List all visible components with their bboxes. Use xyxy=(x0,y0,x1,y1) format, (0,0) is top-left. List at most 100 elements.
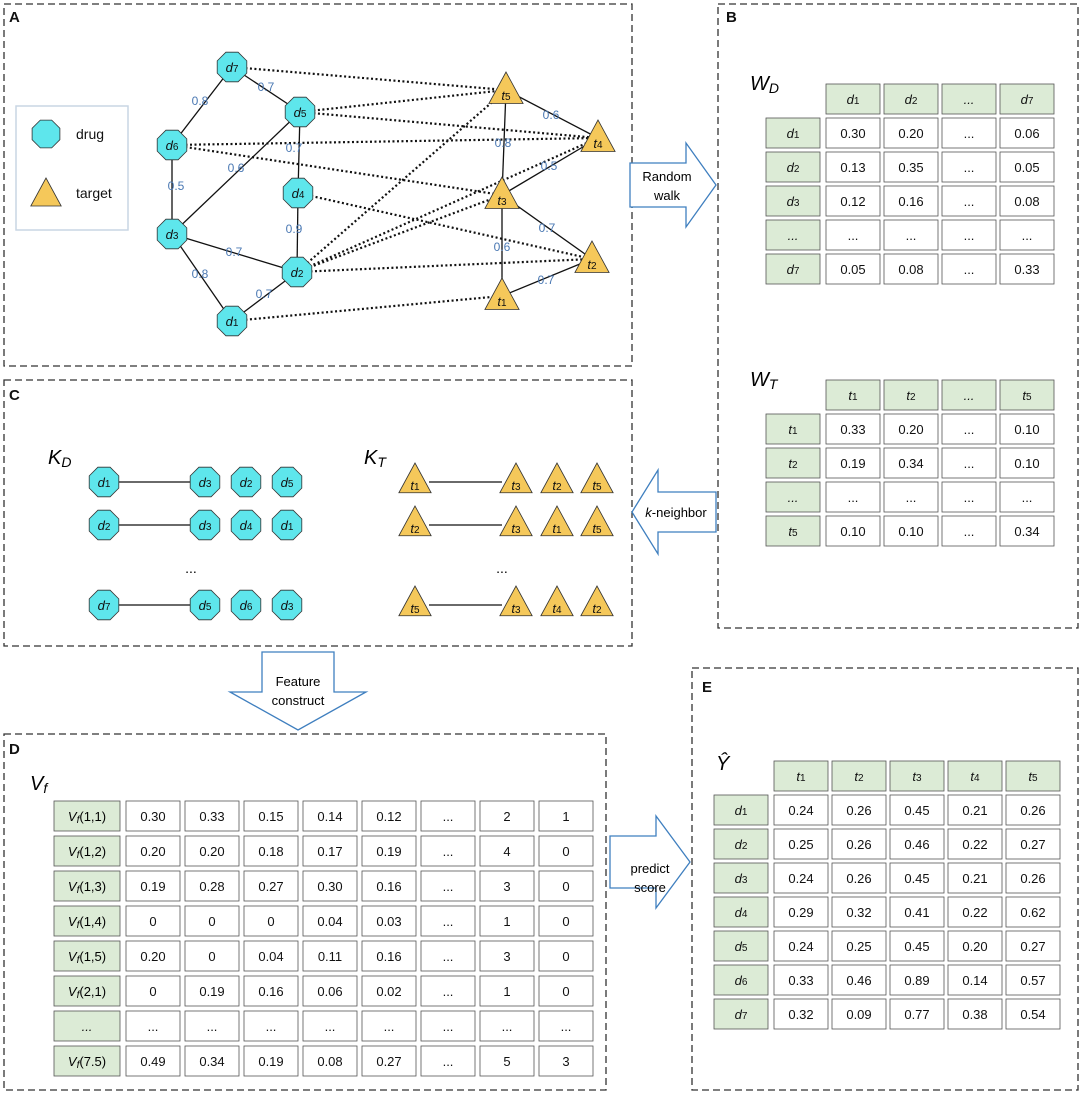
value-text: 0.34 xyxy=(199,1054,224,1069)
row-header-cell xyxy=(765,253,821,285)
value-cell xyxy=(999,413,1055,445)
value-text: 0.20 xyxy=(898,126,923,141)
value-cell xyxy=(947,964,1003,996)
query-node-label: t1 xyxy=(410,478,420,493)
value-text: 0.16 xyxy=(376,949,401,964)
drug-node xyxy=(230,466,262,498)
value-cell xyxy=(243,870,299,902)
value-text: 0 xyxy=(562,914,569,929)
header-cell xyxy=(883,379,939,411)
row-label: Vf(7.5) xyxy=(68,1054,106,1071)
value-cell xyxy=(302,870,358,902)
value-cell xyxy=(538,940,594,972)
value-cell xyxy=(184,870,240,902)
value-cell xyxy=(243,800,299,832)
value-text: 0.77 xyxy=(904,1007,929,1022)
random-walk-label: Random xyxy=(642,169,691,184)
drug-node-label: d3 xyxy=(166,227,179,242)
value-text: 0.30 xyxy=(140,809,165,824)
value-cell xyxy=(125,940,181,972)
drug-node xyxy=(271,589,303,621)
row-label: d6 xyxy=(735,973,748,988)
drug-node xyxy=(271,466,303,498)
row-header-cell xyxy=(765,185,821,217)
query-node-label: d7 xyxy=(98,598,111,613)
value-text: 0.21 xyxy=(962,871,987,886)
drug-node xyxy=(271,509,303,541)
target-node xyxy=(580,585,614,617)
value-text: 0.19 xyxy=(140,879,165,894)
interaction-link xyxy=(299,110,599,140)
value-text: ... xyxy=(906,228,917,243)
header-cell xyxy=(889,760,945,792)
value-cell xyxy=(773,862,829,894)
panel-label-d: D xyxy=(9,741,20,758)
row-header-cell xyxy=(53,975,121,1007)
value-text: ... xyxy=(207,1019,218,1034)
value-text: 0 xyxy=(562,844,569,859)
value-text: 0.32 xyxy=(846,905,871,920)
value-text: ... xyxy=(266,1019,277,1034)
header-label: t2 xyxy=(906,388,916,403)
value-text: 0.27 xyxy=(1020,939,1045,954)
drug-node-label: d1 xyxy=(226,314,239,329)
value-text: 0.20 xyxy=(199,844,224,859)
value-cell xyxy=(941,117,997,149)
row-label: ... xyxy=(788,228,799,243)
value-text: 0.12 xyxy=(376,809,401,824)
target-node xyxy=(398,585,432,617)
value-text: 0.19 xyxy=(840,456,865,471)
value-cell xyxy=(479,835,535,867)
drug-node xyxy=(281,256,313,288)
neighbor-node-label: d3 xyxy=(199,475,212,490)
value-text: 0.45 xyxy=(904,871,929,886)
similarity-edge xyxy=(505,89,599,139)
predict-score-arrow xyxy=(609,814,691,910)
value-text: 0.29 xyxy=(788,905,813,920)
row-label: d4 xyxy=(735,905,748,920)
row-header-cell xyxy=(53,940,121,972)
neighbor-node-label: t2 xyxy=(592,601,602,616)
value-text: 0.54 xyxy=(1020,1007,1045,1022)
value-cell xyxy=(479,975,535,1007)
value-text: 0.20 xyxy=(140,844,165,859)
row-label: d7 xyxy=(787,262,800,277)
value-text: ... xyxy=(964,160,975,175)
value-text: 1 xyxy=(503,914,510,929)
similarity-edge xyxy=(171,233,233,322)
header-label: d1 xyxy=(847,92,860,107)
value-cell xyxy=(125,835,181,867)
header-label: d7 xyxy=(1021,92,1034,107)
value-cell xyxy=(361,975,417,1007)
header-label: ... xyxy=(964,92,975,107)
value-text: 0.05 xyxy=(1014,160,1039,175)
y-hat-title: Ŷ xyxy=(716,752,731,775)
value-cell xyxy=(479,940,535,972)
row-label: d5 xyxy=(735,939,748,954)
legend-drug-label: drug xyxy=(76,126,104,142)
row-label: t5 xyxy=(788,524,798,539)
row-header-cell xyxy=(53,800,121,832)
value-cell xyxy=(479,800,535,832)
value-cell xyxy=(825,481,881,513)
value-cell xyxy=(831,828,887,860)
row-label: t1 xyxy=(788,422,798,437)
row-label: Vf(1,1) xyxy=(68,809,106,826)
value-cell xyxy=(302,1010,358,1042)
value-text: 0.22 xyxy=(962,905,987,920)
value-cell xyxy=(420,905,476,937)
row-header-cell xyxy=(713,828,769,860)
neighbor-node-label: t3 xyxy=(511,478,521,493)
value-cell xyxy=(184,940,240,972)
header-cell xyxy=(941,379,997,411)
edge-weight: 0.7 xyxy=(256,287,273,301)
value-cell xyxy=(125,870,181,902)
value-cell xyxy=(302,905,358,937)
value-cell xyxy=(479,870,535,902)
neighbor-node-label: d2 xyxy=(240,475,253,490)
value-cell xyxy=(883,219,939,251)
neighbor-node-label: d1 xyxy=(281,518,294,533)
target-node-label: t5 xyxy=(501,88,511,103)
